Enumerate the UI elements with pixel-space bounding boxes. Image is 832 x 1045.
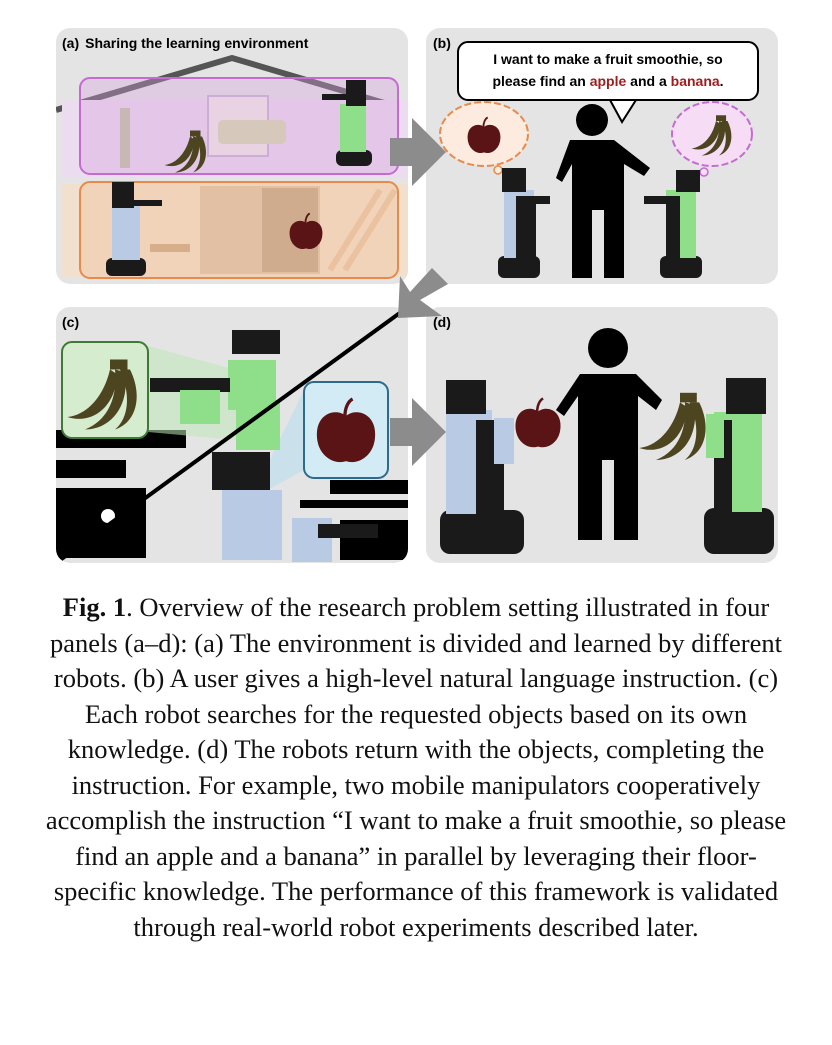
speech-bubble: I want to make a fruit smoothie, so plea…: [457, 41, 759, 124]
arrow-b-to-c: [398, 268, 448, 318]
panel-d-label: (d): [433, 314, 451, 330]
figure-label: Fig. 1: [62, 592, 127, 622]
panel-b: (b) I want to make a fruit smoothie, so …: [426, 28, 778, 284]
green-robot-searching: [150, 330, 280, 450]
green-robot: [644, 170, 702, 278]
blue-robot-searching: [212, 452, 378, 562]
banana-detection-box: [61, 341, 149, 439]
green-robot-upper: [322, 80, 372, 166]
person-figure: [556, 104, 650, 278]
speech-line-2: please find an apple and a banana.: [492, 73, 723, 89]
green-robot-returning: [704, 378, 774, 554]
apple-detection-box: [303, 381, 389, 479]
blue-robot-lower: [106, 182, 162, 276]
speech-line-1: I want to make a fruit smoothie, so: [493, 51, 722, 67]
panel-d: (d): [426, 307, 778, 563]
person-figure: [556, 328, 662, 540]
panel-c-label: (c): [62, 314, 79, 330]
figure-illustration: (a)Sharing the learning environment (b) …: [56, 28, 778, 563]
panel-a-label: (a)Sharing the learning environment: [62, 35, 309, 51]
caption-text: . Overview of the research problem setti…: [45, 592, 787, 942]
thought-bubble-apple: [439, 101, 529, 175]
panel-b-label: (b): [433, 35, 451, 51]
arrow-c-to-d: [390, 398, 446, 466]
panel-c: (c): [56, 307, 408, 563]
blue-robot: [498, 168, 550, 278]
panel-a: (a)Sharing the learning environment: [56, 28, 408, 284]
thought-bubble-banana: [671, 101, 753, 177]
figure-caption: Fig. 1. Overview of the research problem…: [40, 590, 792, 945]
arrow-a-to-b: [390, 118, 446, 186]
blue-robot-returning: [440, 380, 524, 554]
